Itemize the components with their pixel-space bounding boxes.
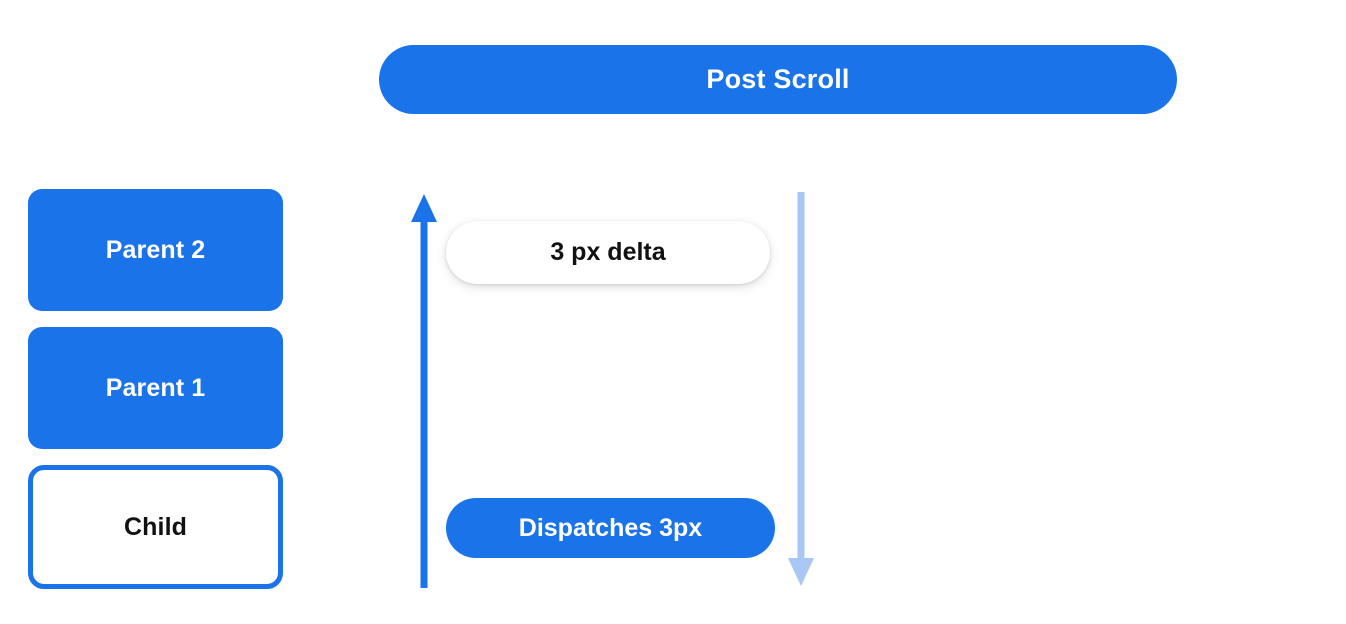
header-pill: Post Scroll (379, 45, 1177, 114)
node-label-child: Child (124, 512, 187, 541)
node-box-parent-1: Parent 1 (28, 327, 283, 449)
node-box-child: Child (28, 465, 283, 589)
dispatch-annotation-pill: Dispatches 3px (446, 498, 775, 558)
scroll-up-arrow (411, 194, 437, 588)
node-box-parent-2: Parent 2 (28, 189, 283, 311)
header-title: Post Scroll (706, 64, 850, 94)
node-stack: Parent 2 Parent 1 Child (28, 189, 283, 589)
delta-annotation-pill: 3 px delta (446, 221, 770, 284)
delta-annotation-label: 3 px delta (550, 238, 666, 266)
dispatch-annotation-label: Dispatches 3px (518, 513, 703, 542)
dispatch-down-arrow (788, 192, 814, 586)
node-label-parent-2: Parent 2 (105, 235, 206, 264)
node-label-parent-1: Parent 1 (105, 373, 206, 402)
